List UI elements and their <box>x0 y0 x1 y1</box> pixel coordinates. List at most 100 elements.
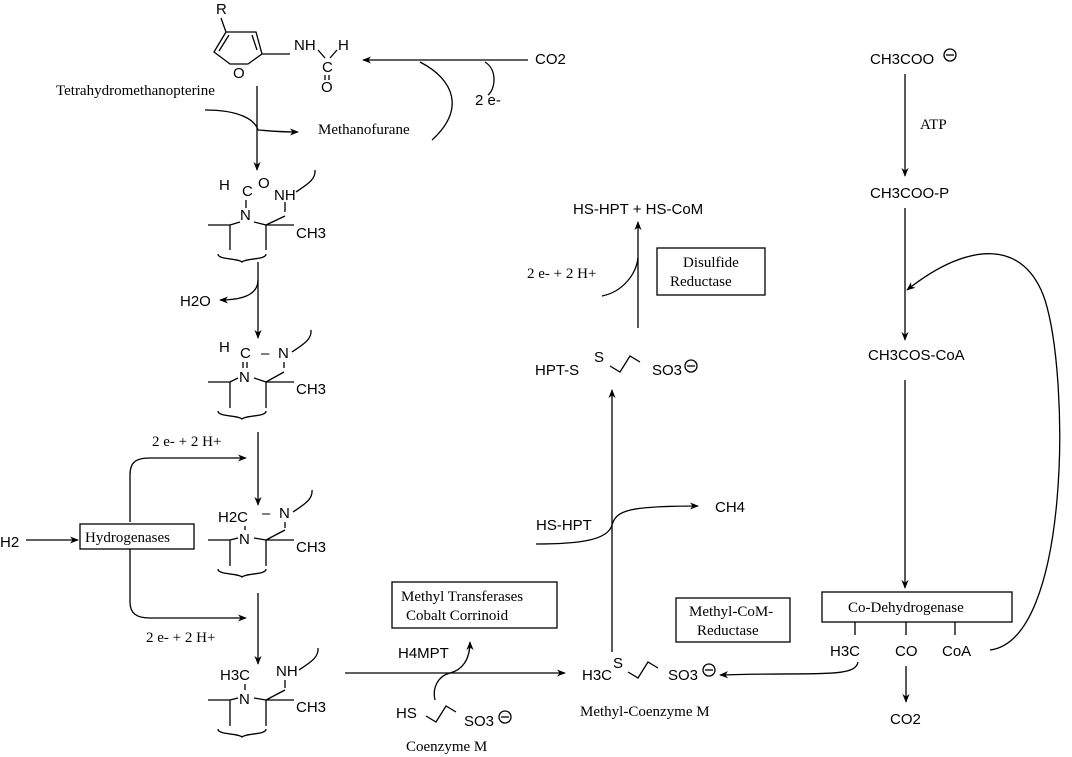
methyl-com-s: S <box>613 655 623 672</box>
h4mpt-label: H4MPT <box>398 645 449 662</box>
methyl-transferases-line1: Methyl Transferases <box>401 589 523 605</box>
hydrogenases-box <box>79 523 195 550</box>
codh-co: CO <box>895 643 918 660</box>
codh-coa: CoA <box>942 643 971 660</box>
methane-release-arrow <box>535 502 699 545</box>
coenzyme-m-chain <box>425 705 457 723</box>
methylene-ring-brace <box>217 568 267 578</box>
coenzyme-m-minus-charge <box>498 710 512 724</box>
methenyl-n-bottom: N <box>239 369 250 386</box>
methenyl-h4mpt-structure: H C – N N CH3 <box>208 329 326 420</box>
disulfide-reductase-line2: Reductase <box>670 274 732 290</box>
co-dehydrogenase-label: Co-Dehydrogenase <box>848 600 964 616</box>
methylene-ring-bonds <box>208 522 294 566</box>
coenzyme-m-label: Coenzyme M <box>406 739 487 755</box>
atp-label: ATP <box>920 117 947 133</box>
coa-recycle-arrow <box>906 253 1061 651</box>
codh-h3c: H3C <box>830 643 860 660</box>
h4mpt-release-arrow <box>433 641 474 701</box>
methenyl-h: H <box>219 339 230 356</box>
methyl-ring-brace <box>217 728 267 738</box>
heterodisulfide-so3: SO3 <box>652 362 682 379</box>
methanofuran-r-group: R <box>216 1 227 18</box>
methylene-h4mpt-structure: H2C – N N CH3 <box>208 489 326 578</box>
furan-ring-oxygen: O <box>233 65 245 82</box>
disulfide-electron-curve <box>601 257 639 297</box>
ch4-label: CH4 <box>715 499 745 516</box>
methyl-transferases-line2: Cobalt Corrinoid <box>406 608 509 624</box>
methyl-com-chain <box>627 661 659 679</box>
heterodisulfide-chain <box>609 355 641 373</box>
methanofuran-structure: R O NH H C O <box>213 1 349 96</box>
methenyl-n-top: N <box>278 345 289 362</box>
carbonyl-double-bond <box>324 75 330 80</box>
methenyl-ch3: CH3 <box>296 381 326 398</box>
h2-label: H2 <box>0 534 19 551</box>
methyl-ring-bonds <box>208 680 294 726</box>
coenzyme-m-structure: HS SO3 Coenzyme M <box>396 705 512 755</box>
methenyl-ring-bonds <box>208 362 294 408</box>
electron-input-curve <box>484 61 495 96</box>
hydrogenase-to-lower-arrow <box>129 549 247 622</box>
coenzyme-m-so3: SO3 <box>464 713 494 730</box>
electron-proton-label-lower: 2 e- + 2 H+ <box>146 630 215 646</box>
formyl-h: H <box>338 37 349 54</box>
acetyl-phosphate-label: CH3COO-P <box>870 185 949 202</box>
acetate-label: CH3COO <box>870 51 934 68</box>
acetate-minus-charge <box>943 48 957 62</box>
formyl-bonds <box>317 49 338 59</box>
methanofuran-release-curve <box>419 61 453 141</box>
methenyl-c: C <box>240 345 251 362</box>
formyl-n: N <box>240 207 251 224</box>
methyl-com-reductase-line1: Methyl-CoM- <box>689 604 773 620</box>
h2o-label: H2O <box>180 293 211 310</box>
methanofurane-label: Methanofurane <box>318 122 410 138</box>
methyl-side-chain <box>298 647 319 671</box>
methyl-com-so3: SO3 <box>668 667 698 684</box>
methanofuran-nh: NH <box>294 37 316 54</box>
methyl-coenzyme-m-structure: H3C S SO3 Methyl-Coenzyme M <box>580 655 716 720</box>
formyl-carbon: C <box>322 59 333 76</box>
methenyl-double-bond <box>242 362 248 368</box>
hs-hpt-label: HS-HPT <box>536 517 592 534</box>
furan-ring-bonds <box>213 17 263 65</box>
methylene-dash: – <box>262 505 271 522</box>
hydrogenase-to-upper-arrow <box>129 454 247 522</box>
methyl-com-minus-charge <box>702 663 716 677</box>
heterodisulfide-s: S <box>594 349 604 366</box>
regenerated-cofactors-label: HS-HPT + HS-CoM <box>573 201 703 218</box>
coenzyme-m-hs: HS <box>396 705 417 722</box>
acetyl-coa-label: CH3COS-CoA <box>868 347 965 364</box>
formyl-side-chain <box>295 169 316 193</box>
methyl-transferases-box <box>391 581 558 629</box>
methyl-com-label: Methyl-Coenzyme M <box>580 704 710 720</box>
two-electron-label: 2 e- <box>475 92 501 109</box>
methenyl-ring-brace <box>217 410 267 420</box>
furan-double-bonds <box>218 34 258 52</box>
co-dehydrogenase-box <box>821 591 1013 623</box>
methyl-h3c: H3C <box>220 667 250 684</box>
methylene-n-bottom: N <box>239 531 250 548</box>
methylene-n-top: N <box>279 505 290 522</box>
formyl-c: C <box>242 183 253 200</box>
methyl-com-h3c: H3C <box>582 667 612 684</box>
methyl-com-reductase-box <box>675 597 791 643</box>
methylene-h2c: H2C <box>218 509 248 526</box>
heterodisulfide-hpt-s: HPT-S <box>535 362 579 379</box>
disulfide-reductase-box <box>656 247 766 296</box>
methenyl-side-chain <box>291 329 312 353</box>
methyl-nh: NH <box>276 663 298 680</box>
formyl-ring-bonds <box>208 202 294 250</box>
formyl-ring-brace <box>217 253 267 263</box>
codh-cleavage-ticks <box>854 622 956 635</box>
methyl-ch3: CH3 <box>296 699 326 716</box>
h2o-release-arrow <box>219 279 259 304</box>
heterodisulfide-structure: HPT-S S SO3 <box>535 349 698 379</box>
methylene-side-chain <box>292 489 313 513</box>
electron-proton-label-upper: 2 e- + 2 H+ <box>152 434 221 450</box>
formyl-o: O <box>258 175 270 192</box>
heterodisulfide-minus-charge <box>684 359 698 373</box>
methyl-com-reductase-line2: Reductase <box>697 623 759 639</box>
tetrahydromethanopterine-label: Tetrahydromethanopterine <box>56 83 215 99</box>
